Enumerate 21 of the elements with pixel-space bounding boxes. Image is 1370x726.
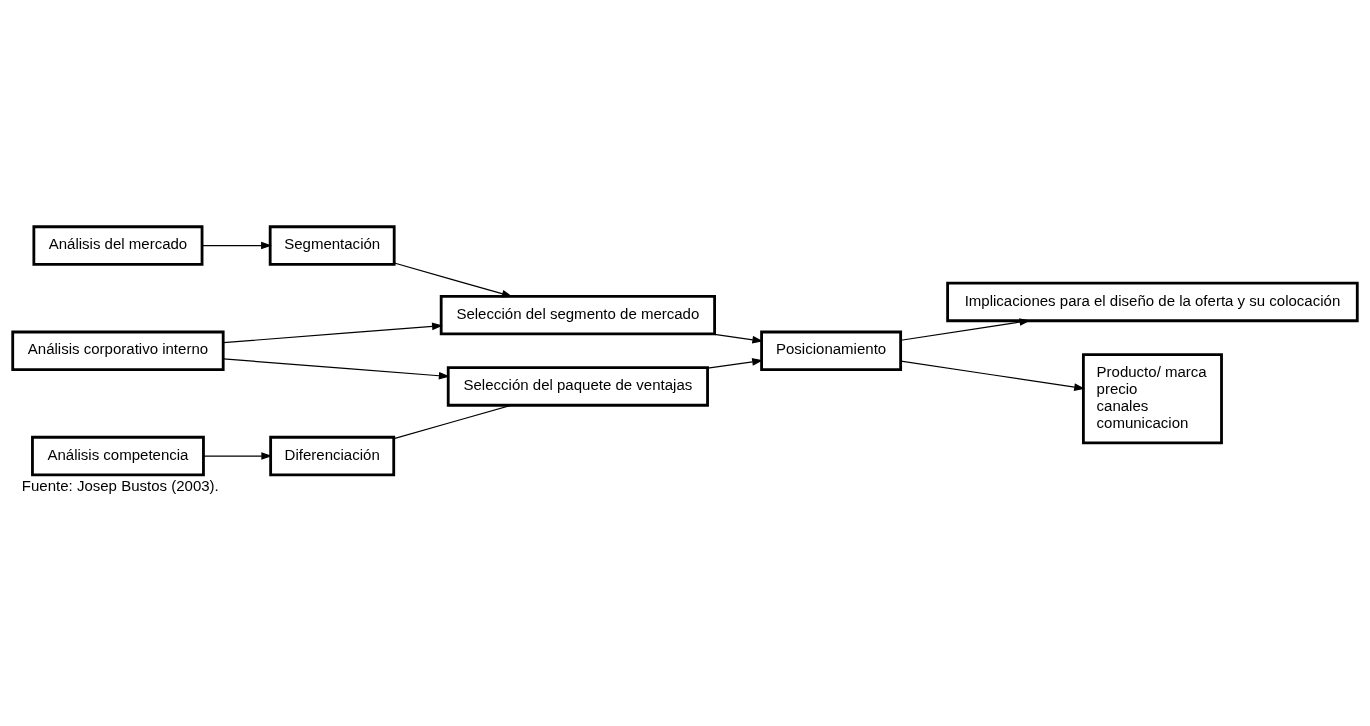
arrow: [900, 318, 1031, 341]
connector: [393, 404, 512, 440]
node-box: Posicionamiento: [760, 330, 903, 371]
node-box: Diferenciación: [269, 435, 396, 477]
caption: Fuente: Josep Bustos (2003).: [21, 476, 219, 494]
node-box: Segmentación: [268, 225, 396, 266]
arrow: [203, 452, 273, 460]
node-box: Selección del paquete de ventajas: [446, 366, 709, 407]
node-box: Selección del segmento de mercado: [439, 294, 716, 336]
node-box: Análisis competencia: [31, 435, 205, 477]
arrow: [900, 360, 1086, 391]
node-box: Implicaciones para el diseño de la oferta y su colocación: [946, 281, 1359, 323]
arrow: [710, 333, 764, 344]
arrow: [707, 358, 764, 369]
node-box: Análisis corporativo interno: [11, 330, 225, 371]
arrow: [393, 262, 513, 298]
arrow: [222, 322, 443, 344]
node-box: Análisis del mercado: [32, 225, 204, 266]
arrow: [222, 358, 450, 380]
node-box: Producto/ marca precio canales comunicacion: [1082, 353, 1223, 445]
arrow: [201, 241, 272, 250]
